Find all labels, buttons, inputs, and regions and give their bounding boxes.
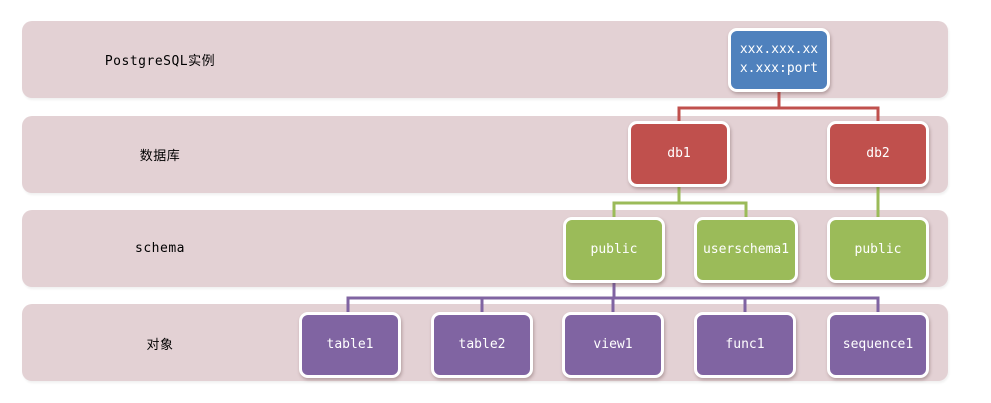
node-object-table2: table2	[431, 312, 533, 378]
band-database	[22, 116, 948, 193]
node-db1: db1	[628, 121, 730, 187]
row-label-object: 对象	[146, 337, 174, 353]
row-label-database: 数据库	[139, 149, 181, 164]
node-instance: xxx.xxx.xxx.xxx:port	[728, 28, 830, 92]
row-label-schema: schema	[135, 241, 185, 256]
node-object-view1: view1	[562, 312, 664, 378]
connector-db1-to-schemas	[612, 187, 748, 218]
node-schema-userschema1: userschema1	[694, 217, 798, 283]
node-object-func1: func1	[694, 312, 796, 378]
connector-schema-to-objects	[346, 282, 880, 313]
node-object-table1: table1	[299, 312, 401, 378]
node-db2: db2	[827, 121, 929, 187]
node-schema-public1: public	[563, 217, 665, 283]
connector-instance-to-databases	[677, 91, 880, 122]
node-object-sequence1: sequence1	[827, 312, 929, 378]
row-label-instance: PostgreSQL实例	[104, 54, 216, 69]
node-schema-public2: public	[827, 217, 929, 283]
